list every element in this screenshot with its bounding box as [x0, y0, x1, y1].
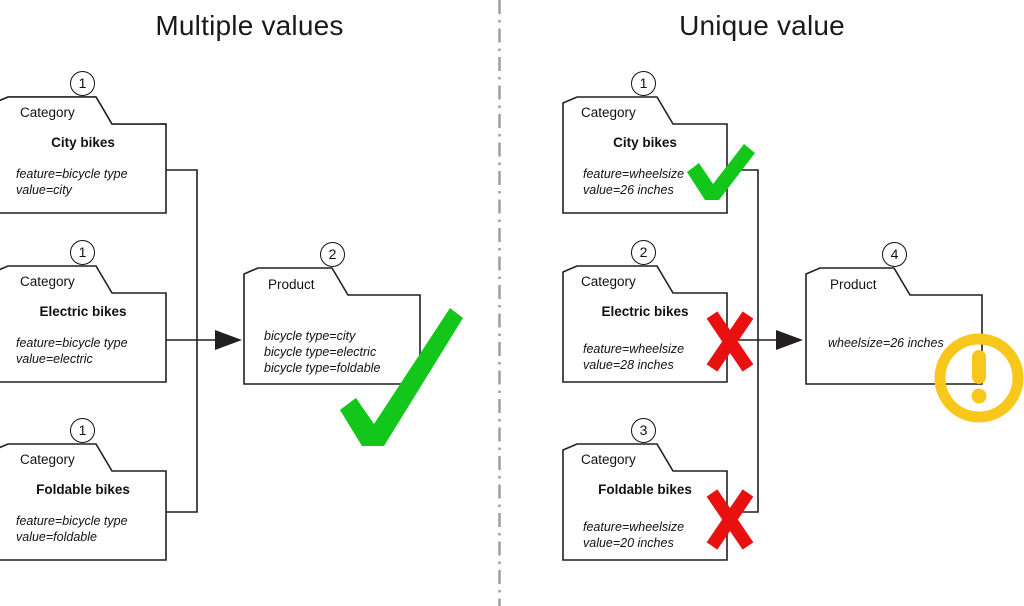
- left-attrs-electric-bikes: feature=bicycle type value=electric: [16, 336, 128, 366]
- right-node-foldable-bikes: [562, 443, 728, 561]
- left-verdict-check-icon: [340, 308, 463, 446]
- left-node-city-bikes: [0, 96, 167, 214]
- left-verdict-check-icon-stem: [340, 398, 385, 446]
- left-panel-title: Multiple values: [155, 10, 344, 41]
- left-name-foldable-bikes: Foldable bikes: [36, 482, 130, 497]
- right-name-city-bikes: City bikes: [613, 135, 677, 150]
- right-name-foldable-bikes: Foldable bikes: [598, 482, 692, 497]
- right-name-electric-bikes: Electric bikes: [601, 304, 689, 319]
- right-row2-cross-icon: [706, 311, 754, 372]
- right-arrowhead: [776, 330, 803, 350]
- right-attrs-foldable-bikes: feature=wheelsize value=20 inches: [583, 520, 685, 550]
- right-attrs-city-bikes: feature=wheelsize value=26 inches: [583, 167, 685, 197]
- left-type-foldable-bikes: Category: [20, 452, 75, 467]
- right-node-electric-bikes: [562, 265, 728, 383]
- right-attrs-electric-bikes: feature=wheelsize value=28 inches: [583, 342, 685, 372]
- left-node-electric-bikes: [0, 265, 167, 383]
- right-badge-city-bikes: 1: [631, 71, 656, 96]
- right-type-foldable-bikes: Category: [581, 452, 636, 467]
- right-node-product: [805, 267, 983, 385]
- right-type-city-bikes: Category: [581, 105, 636, 120]
- left-type-product: Product: [268, 277, 315, 292]
- left-node-foldable-bikes: [0, 443, 167, 561]
- left-badge-city-bikes: 1: [70, 71, 95, 96]
- right-row3-cross-icon: [706, 489, 754, 550]
- left-arrowhead: [215, 330, 242, 350]
- right-type-product: Product: [830, 277, 877, 292]
- left-badge-electric-bikes: 1: [70, 240, 95, 265]
- right-panel-title: Unique value: [679, 10, 845, 41]
- right-row1-check-icon: [687, 144, 755, 200]
- left-name-city-bikes: City bikes: [51, 135, 115, 150]
- right-badge-product: 4: [882, 242, 907, 267]
- right-node-city-bikes: [562, 96, 728, 214]
- left-type-city-bikes: Category: [20, 105, 75, 120]
- left-name-electric-bikes: Electric bikes: [39, 304, 127, 319]
- left-attrs-city-bikes: feature=bicycle type value=city: [16, 167, 128, 197]
- left-attrs-foldable-bikes: feature=bicycle type value=foldable: [16, 514, 128, 544]
- left-badge-product: 2: [320, 242, 345, 267]
- right-attrs-product: wheelsize=26 inches: [828, 336, 944, 350]
- left-attrs-product: bicycle type=city bicycle type=electric …: [264, 329, 381, 375]
- right-type-electric-bikes: Category: [581, 274, 636, 289]
- right-badge-electric-bikes: 2: [631, 240, 656, 265]
- right-badge-foldable-bikes: 3: [631, 418, 656, 443]
- right-verdict-warning-icon: [934, 333, 1024, 423]
- left-type-electric-bikes: Category: [20, 274, 75, 289]
- left-badge-foldable-bikes: 1: [70, 418, 95, 443]
- left-node-product: [243, 267, 421, 385]
